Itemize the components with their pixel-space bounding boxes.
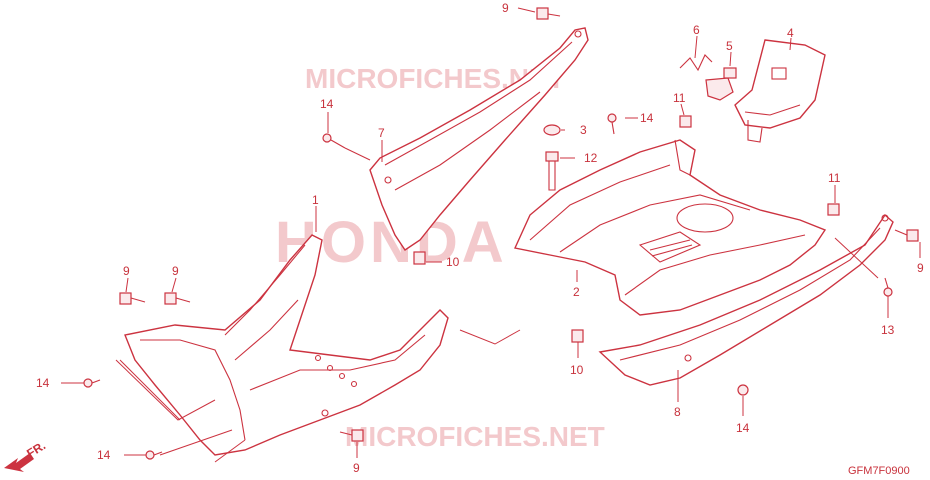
bolt-9-bottom <box>339 429 364 442</box>
callout-14-b: 14 <box>640 111 654 125</box>
part-2-floor-cover <box>513 139 827 316</box>
callout-9-left-1: 9 <box>123 264 130 278</box>
callout-2: 2 <box>573 285 580 299</box>
leader-lines <box>61 7 921 463</box>
callout-11-a: 11 <box>673 91 686 105</box>
callout-7: 7 <box>378 126 385 140</box>
nut-10-a <box>413 251 426 265</box>
callout-6: 6 <box>693 23 700 37</box>
nut-11-b <box>827 203 840 216</box>
callout-14-c: 14 <box>36 376 50 390</box>
screw-14-c <box>83 378 101 388</box>
cap-3 <box>543 124 561 136</box>
screw-14-e <box>737 384 749 396</box>
screw-14-d <box>145 450 163 460</box>
screw-13 <box>883 277 893 297</box>
callout-11-b: 11 <box>828 171 841 185</box>
screw-14-b <box>607 113 617 135</box>
callout-9-top: 9 <box>502 1 509 15</box>
part-1-under-cover <box>124 234 449 456</box>
front-direction-indicator: FR. <box>4 438 48 472</box>
part-4-hook-cover <box>734 39 826 143</box>
callout-9-right: 9 <box>917 261 924 275</box>
callout-14-e: 14 <box>97 448 111 462</box>
callout-4: 4 <box>787 26 794 40</box>
part-6-spring <box>679 54 713 72</box>
bolt-12 <box>545 151 559 191</box>
nut-11-a <box>679 115 692 128</box>
bolt-9-left-1 <box>119 292 146 305</box>
part-5-clip <box>705 67 737 101</box>
callout-14-d: 14 <box>736 421 750 435</box>
diagram-code: GFM7F0900 <box>848 465 910 477</box>
part-7-side-cover <box>369 27 589 251</box>
callout-1: 1 <box>312 193 319 207</box>
callout-10-b: 10 <box>570 363 584 377</box>
bolt-9-right <box>894 229 919 242</box>
callout-3: 3 <box>580 123 587 137</box>
bolt-9-top <box>536 7 561 20</box>
watermark-bottom: MICROFICHES.NET <box>345 421 605 452</box>
callout-12: 12 <box>584 151 598 165</box>
nut-10-b <box>571 329 584 343</box>
callout-13: 13 <box>881 323 895 337</box>
bolt-9-left-2 <box>164 292 191 305</box>
callout-5: 5 <box>726 39 733 53</box>
callout-8: 8 <box>674 405 681 419</box>
part-8-lower-cover <box>598 213 894 386</box>
callouts: 9 6 5 4 14 7 11 3 14 12 1 11 10 9 9 2 9 … <box>36 1 924 475</box>
callout-9-left-2: 9 <box>172 264 179 278</box>
screw-14-a <box>322 133 346 149</box>
callout-9-bottom: 9 <box>353 461 360 475</box>
callout-10-a: 10 <box>446 255 460 269</box>
front-arrow-icon <box>4 453 34 472</box>
callout-14-a: 14 <box>320 97 334 111</box>
